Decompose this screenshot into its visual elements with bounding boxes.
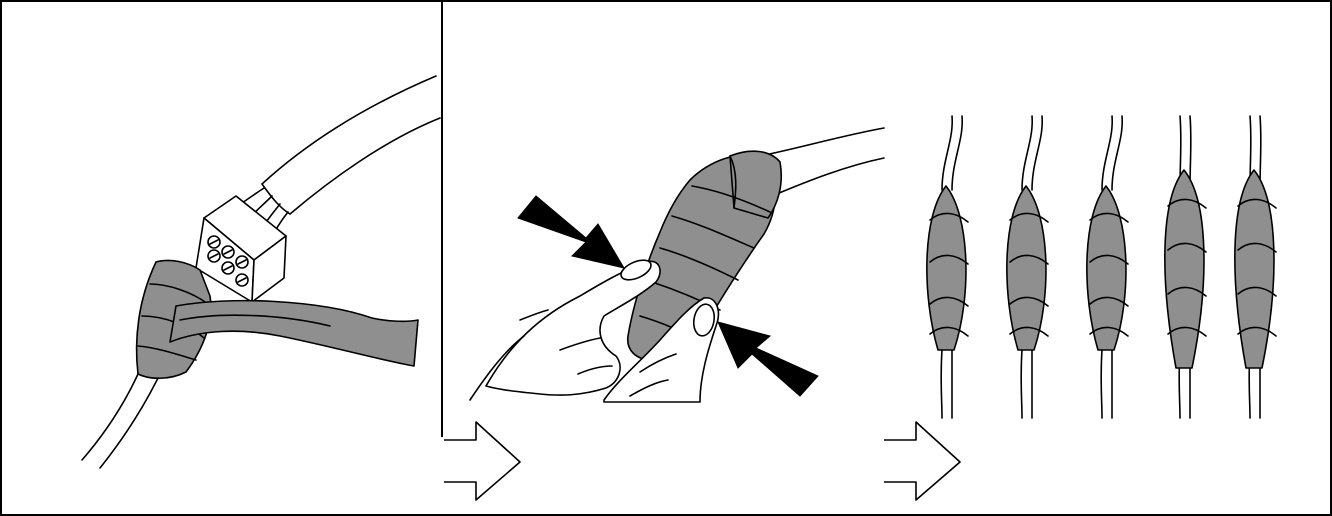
pressure-arrow-left: [517, 195, 626, 269]
tape-wrap: [135, 259, 419, 380]
taped-joint: [1086, 115, 1129, 419]
finished-joints: [926, 115, 1277, 419]
hand-right: [603, 297, 720, 403]
terminal-connector: [195, 195, 287, 303]
cable-upper-2: [759, 127, 885, 197]
cable-lower: [81, 373, 159, 469]
taped-joint: [1234, 115, 1277, 419]
hand-left: [469, 259, 661, 401]
step-arrow-2: [884, 421, 961, 501]
taped-joint: [1164, 115, 1207, 419]
taped-joint: [1006, 115, 1049, 419]
taped-joint: [926, 115, 969, 419]
step-arrow-1: [444, 421, 521, 501]
panel-1: [81, 75, 441, 469]
pressure-arrow-right: [717, 321, 819, 397]
panel-2: [444, 127, 885, 501]
cable-upper: [261, 75, 441, 215]
panel-3: [884, 115, 1277, 501]
